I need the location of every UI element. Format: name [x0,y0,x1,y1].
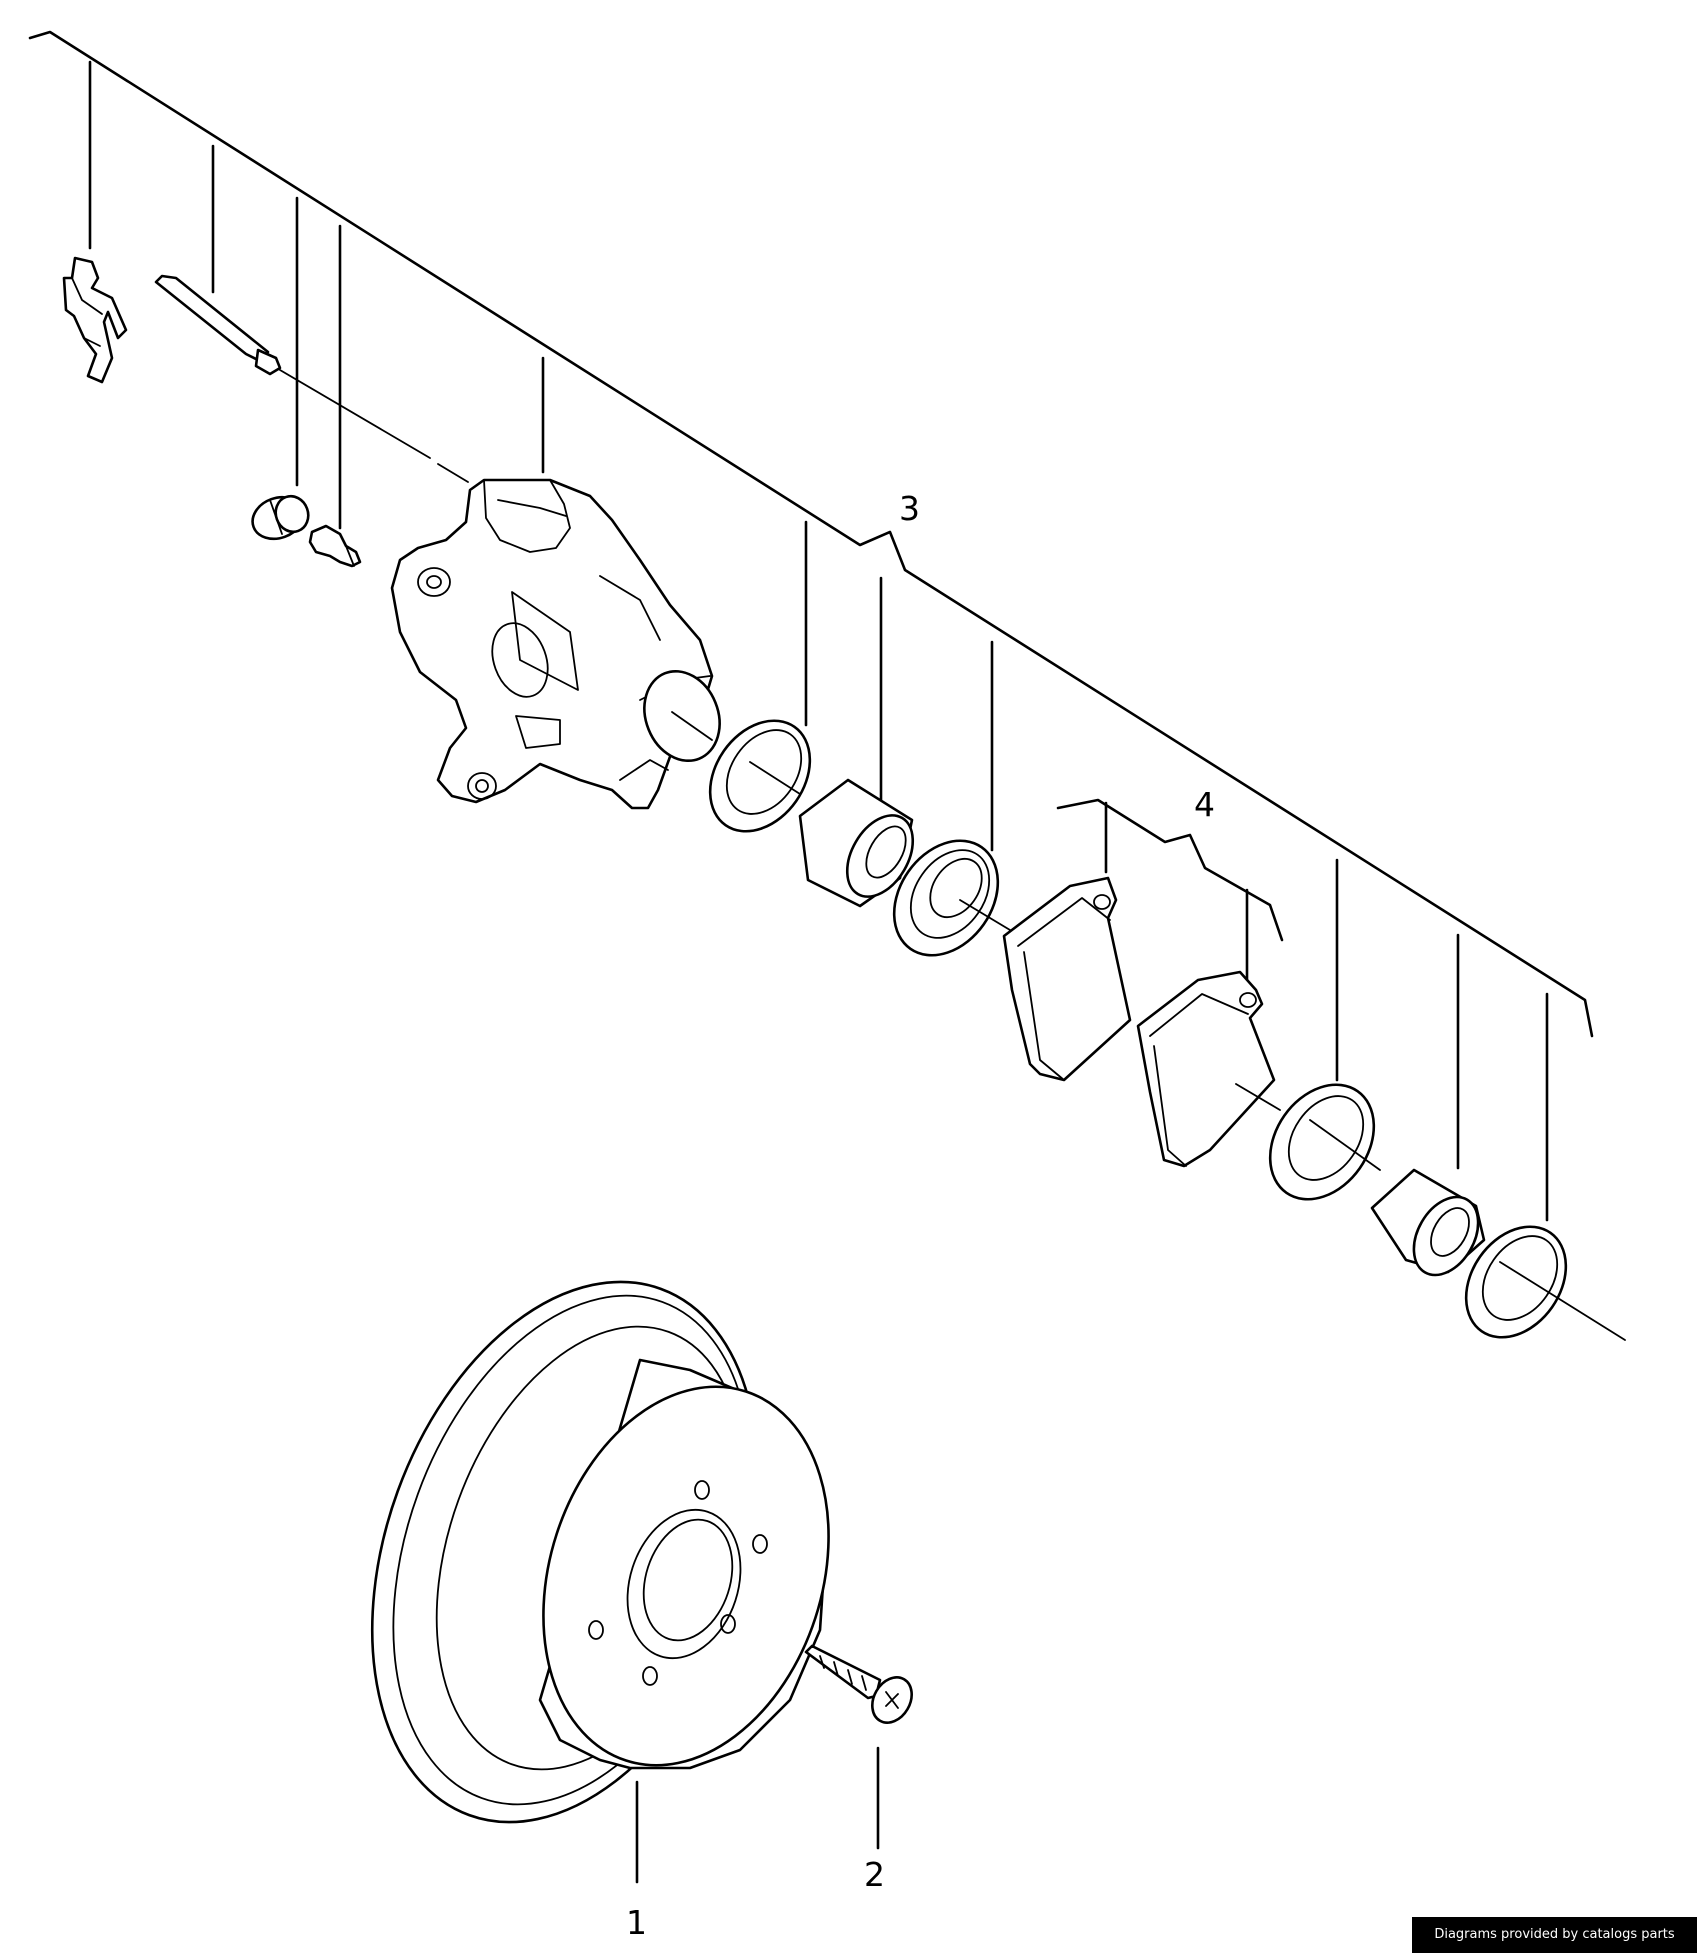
disc-bolt-holes [588,1480,768,1686]
dust-cap [251,494,310,541]
callout-part-2: 2 [864,1855,885,1894]
group-4-bracket [1056,798,1284,987]
part-leaders [635,1746,880,1884]
screw [804,1644,913,1724]
dust-boot [892,839,1011,957]
piston [798,778,915,908]
piston-2 [1370,1168,1486,1277]
callout-group-3: 3 [899,489,920,528]
guide-pin [154,274,469,483]
brake-disc [370,1280,830,1824]
callout-part-1: 1 [626,1903,647,1942]
brake-pads [1002,876,1281,1168]
piston-seal-2 [1268,1083,1381,1201]
seal-ring [1464,1225,1626,1341]
brake-caliper [390,478,721,810]
group-3-bracket [28,30,1594,1222]
credit-banner: Diagrams provided by catalogs parts [1412,1917,1697,1953]
bleeder-valve [308,524,362,568]
callout-group-4: 4 [1194,785,1215,824]
spring-clip [62,256,128,384]
piston-seal [708,719,812,833]
